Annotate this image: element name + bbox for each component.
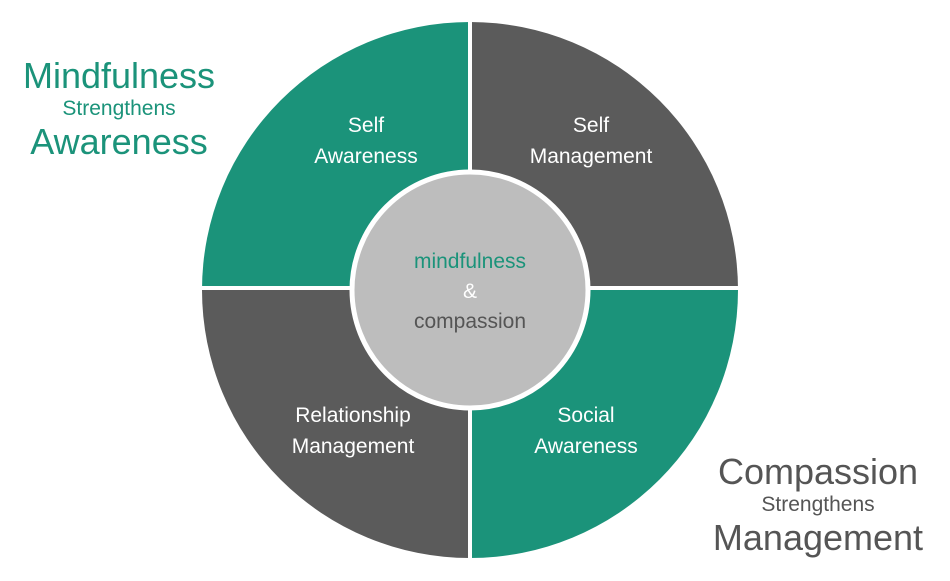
self-awareness-line2: Awareness bbox=[314, 145, 418, 168]
mindfulness-note: Mindfulness Strengthens Awareness bbox=[8, 56, 230, 161]
mindfulness-note-line2: Strengthens bbox=[62, 96, 176, 120]
self-awareness-line1: Self bbox=[348, 114, 384, 137]
social-awareness-line1: Social bbox=[557, 404, 614, 427]
compassion-note-line1: Compassion bbox=[717, 451, 919, 492]
compassion-note: Compassion Strengthens Management bbox=[698, 452, 938, 557]
self-management-line1: Self bbox=[573, 114, 609, 137]
center-ampersand-label: & bbox=[463, 280, 477, 303]
social-awareness-line2: Awareness bbox=[534, 435, 638, 458]
center-mindfulness-label: mindfulness bbox=[414, 250, 526, 273]
self-management-line2: Management bbox=[530, 145, 653, 168]
relationship-management-line2: Management bbox=[292, 435, 415, 458]
mindfulness-note-line1: Mindfulness bbox=[22, 55, 216, 96]
compassion-note-line2: Strengthens bbox=[761, 492, 875, 516]
center-compassion-label: compassion bbox=[414, 310, 526, 333]
relationship-management-line1: Relationship bbox=[295, 404, 411, 427]
center-circle bbox=[349, 169, 591, 411]
compassion-note-line3: Management bbox=[712, 516, 924, 558]
mindfulness-note-line3: Awareness bbox=[30, 120, 208, 162]
